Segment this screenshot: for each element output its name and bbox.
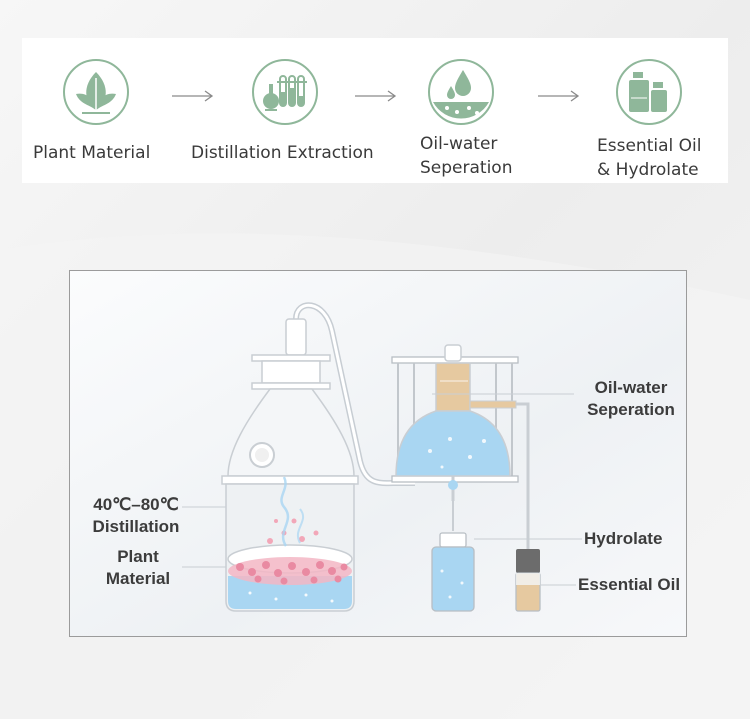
step-label-distillation-extraction: Distillation Extraction [191,143,374,163]
hydrolate-bottle [431,501,475,612]
distillation-apparatus [70,271,686,636]
plant-material-label: Plant Material [105,547,171,588]
process-strip: Plant Material Distillation Extraction O… [22,38,728,183]
step-label-oil-water-separation: Oil-water Seperation [420,134,513,178]
droplets-icon [428,59,494,125]
arrow-icon [355,90,397,102]
oil-water-separation-label: Oil-water Seperation [587,378,675,419]
lab-glassware-icon [252,59,318,125]
condenser-tube [293,302,415,487]
step-label-essential-oil-hydrolate: Essential Oil & Hydrolate [597,136,702,180]
essential-oil-vial [515,549,541,612]
still-base-tank [225,476,355,612]
distillation-diagram: 40℃–80℃ Distillation Plant Material Oil-… [69,270,687,637]
hydrolate-label: Hydrolate [584,529,663,548]
temperature-label: 40℃–80℃ Distillation [92,495,180,536]
step-label-plant-material: Plant Material [33,143,151,163]
separating-flask [395,344,530,551]
arrow-icon [172,90,214,102]
essential-oil-label: Essential Oil [578,575,681,594]
bottles-icon [616,59,682,125]
arrow-icon [538,90,580,102]
leaf-icon [63,59,129,125]
